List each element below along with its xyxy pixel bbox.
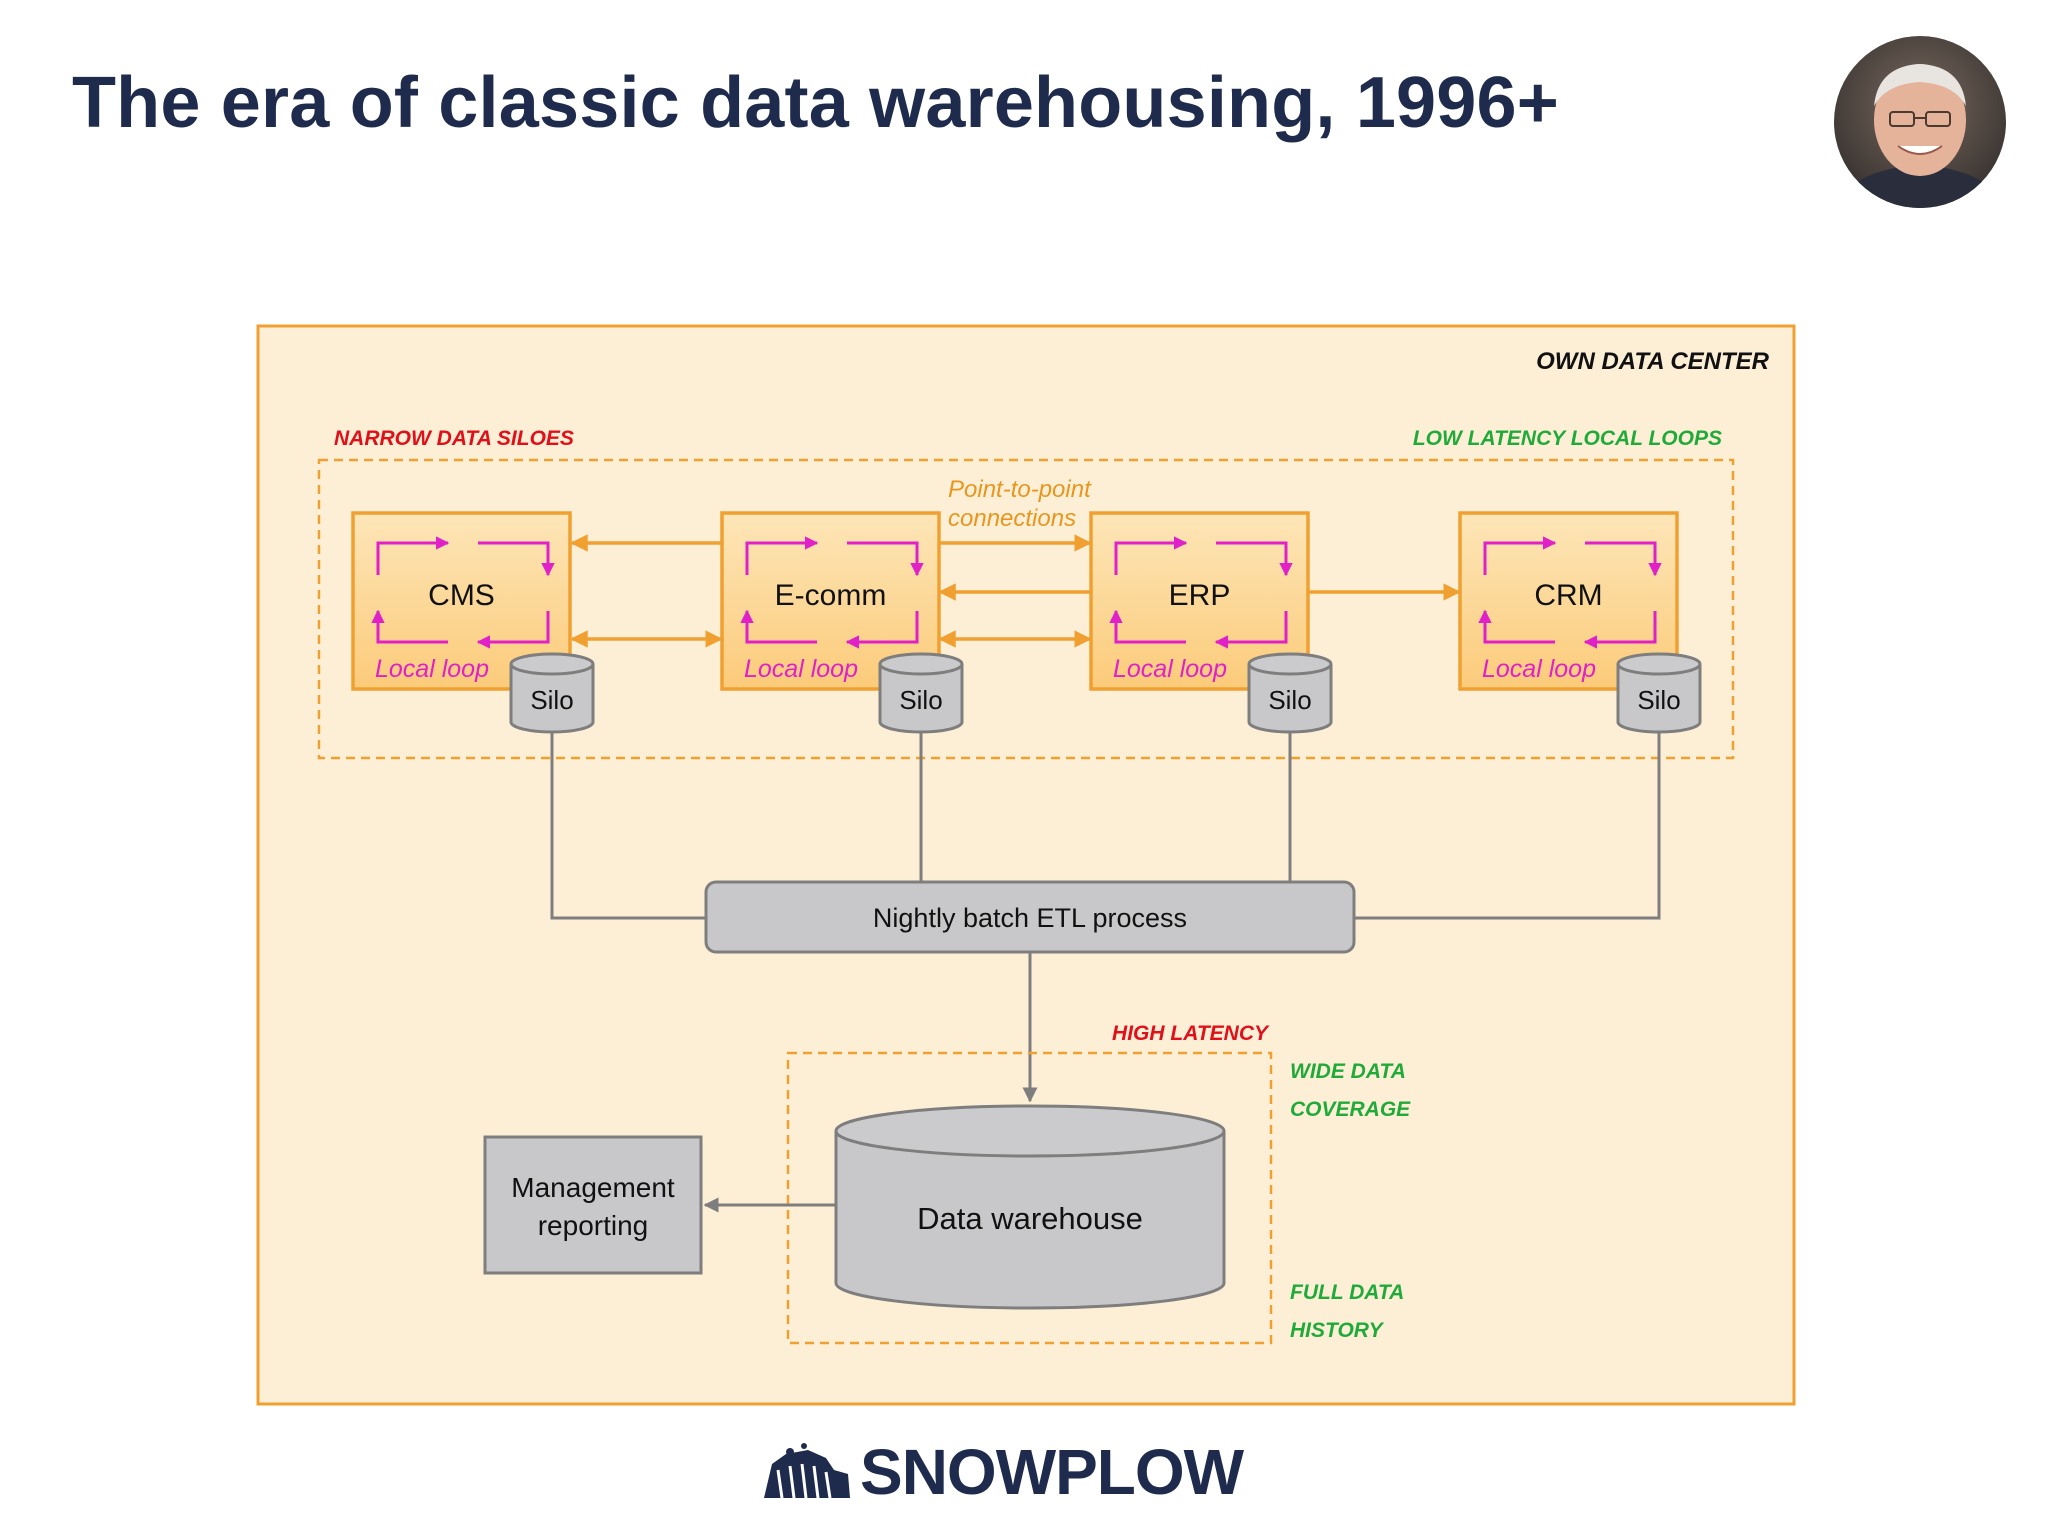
local-loop-label: Local loop [1482, 655, 1596, 683]
slide-title: The era of classic data warehousing, 199… [72, 63, 1560, 143]
loop-arrow-bottom-left [1109, 609, 1186, 644]
warehouse-group [786, 1051, 1273, 1345]
loop-arrow-bottom-left [371, 609, 448, 644]
system-name: CMS [428, 579, 495, 612]
loop-arrow-top-right [847, 541, 924, 577]
system-name: ERP [1169, 579, 1231, 612]
loop-arrow-top-left [376, 536, 450, 575]
loop-arrow-bottom-right [476, 611, 550, 649]
full-history-label-line1: FULL DATA [1290, 1281, 1404, 1304]
silo-label: Silo [1268, 685, 1311, 715]
silo-body [509, 664, 595, 734]
etl-process-label: Nightly batch ETL process [873, 903, 1187, 933]
loop-arrow-bottom-left [1478, 609, 1555, 644]
local-loop-label: Local loop [744, 655, 858, 683]
silo-top [878, 652, 964, 676]
silo-label: Silo [530, 685, 573, 715]
management-reporting-line1: Management [511, 1172, 675, 1203]
snowplow-logo: SNOWPLOW [760, 1432, 1244, 1512]
full-history-label-line2: HISTORY [1290, 1319, 1385, 1342]
siloes-group [317, 458, 1735, 760]
management-reporting-box [483, 1135, 703, 1275]
local-loop-label: Local loop [1113, 655, 1227, 683]
silo-top [1247, 652, 1333, 676]
loop-arrow-top-right [1216, 541, 1293, 577]
silo-top [1616, 652, 1702, 676]
loop-arrow-top-right [478, 541, 555, 577]
loop-arrow-top-left [1114, 536, 1188, 575]
own-data-center-label: OWN DATA CENTER [1536, 348, 1770, 375]
system-name: CRM [1534, 579, 1602, 612]
data-warehouse-cylinder [834, 1104, 1226, 1310]
silo-top [509, 652, 595, 676]
silo-body [1616, 664, 1702, 734]
p2p-label-line2: connections [948, 505, 1076, 532]
loop-arrow-top-left [1483, 536, 1557, 575]
p2p-arrows [570, 534, 1461, 648]
presenter-photo [1834, 36, 2006, 208]
silo-cylinder [1247, 652, 1333, 734]
silo-body [878, 664, 964, 734]
loop-arrow-top-right [1585, 541, 1662, 577]
silo-label: Silo [899, 685, 942, 715]
low-latency-label: LOW LATENCY LOCAL LOOPS [1413, 427, 1722, 450]
loop-arrow-top-left [745, 536, 819, 575]
snowplow-logo-text: SNOWPLOW [860, 1436, 1244, 1508]
narrow-siloes-label: NARROW DATA SILOES [334, 427, 574, 450]
system-name: E-comm [775, 579, 887, 612]
silo-cylinder [1616, 652, 1702, 734]
etl-connectors [550, 732, 1661, 920]
loop-arrow-bottom-right [1583, 611, 1657, 649]
loop-arrow-bottom-left [740, 609, 817, 644]
silo-label: Silo [1637, 685, 1680, 715]
silo-cylinder [509, 652, 595, 734]
wide-coverage-label-line2: COVERAGE [1290, 1098, 1411, 1121]
management-reporting-line2: reporting [538, 1210, 649, 1241]
silo-cylinder [878, 652, 964, 734]
loop-arrow-bottom-right [845, 611, 919, 649]
high-latency-label: HIGH LATENCY [1112, 1022, 1270, 1045]
silo-body [1247, 664, 1333, 734]
data-warehouse-label: Data warehouse [917, 1201, 1143, 1236]
local-loop-label: Local loop [375, 655, 489, 683]
loop-arrow-bottom-right [1214, 611, 1288, 649]
wide-coverage-label-line1: WIDE DATA [1290, 1060, 1406, 1083]
snowplow-logo-icon [764, 1443, 850, 1499]
p2p-label-line1: Point-to-point [948, 476, 1092, 503]
